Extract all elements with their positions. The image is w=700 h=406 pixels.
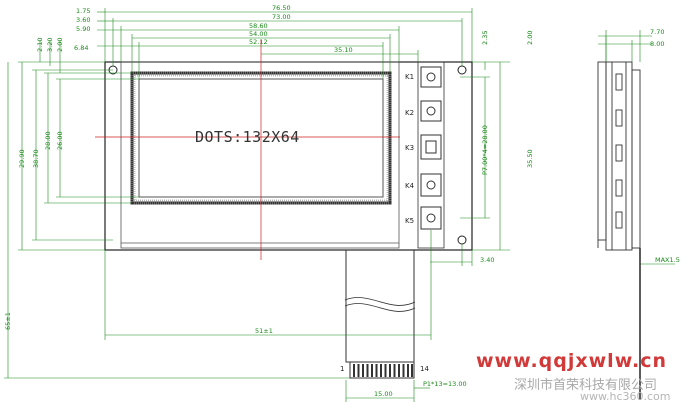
dim-bottom-width: 51±1 [255,327,273,335]
dim-hole-height: 38.70 [32,149,40,168]
dim-bezel-width: 58.60 [249,22,268,30]
key-label-k5: K5 [405,217,414,225]
dim-fpc-width: 15.00 [374,390,393,398]
mount-hole-tr [457,65,467,75]
dim-right-height: 35.50 [526,149,534,168]
dim-key-offset: 35.10 [334,46,353,54]
dim-view-height: 28.00 [44,131,52,150]
module-front-view [95,40,473,379]
key-label-k3: K3 [405,144,414,152]
dim-right-small: 3.40 [480,256,494,264]
display-resolution-label: DOTS:132X64 [195,128,300,146]
watermark-url: www.qqjxwlw.cn [476,350,668,372]
pin-label-first: 1 [340,365,344,373]
dim-left-c: 2.00 [56,38,64,52]
dim-small-b: 3.60 [76,16,90,24]
dim-small-c: 5.90 [76,25,90,33]
dim-side-a: 7.70 [650,28,664,36]
dim-key-pitch: P7.00*4=28.00 [481,125,489,175]
dim-active-height: 26.00 [56,131,64,150]
pin-label-last: 14 [420,365,429,373]
dim-view-width: 54.00 [249,30,268,38]
dim-fpc-pitch: P1*13=13.00 [423,380,467,388]
dim-right-top-2: 2.00 [526,31,534,45]
pcb-outline [104,61,473,251]
fpc-cable [344,250,416,379]
dim-small-a: 1.75 [76,7,90,15]
dim-right-top: 2.35 [481,31,489,45]
key-label-k2: K2 [405,109,414,117]
dim-small-d: 6.84 [74,44,88,52]
dim-side-max: MAX1.5 [655,256,680,264]
dim-active-width: 52.12 [249,38,268,46]
dimension-lines [4,8,675,402]
key-column [417,61,445,249]
watermark-site: www.hc360.com [580,390,671,403]
dim-hole-pitch: 73.00 [272,13,291,21]
dim-side-b: 8.00 [650,40,664,48]
dim-pcb-height: 29.90 [18,149,26,168]
watermark-company: 深圳市首荣科技有限公司 [514,378,658,393]
key-label-k4: K4 [405,182,415,190]
dim-left-a: 2.10 [36,38,44,52]
mount-hole-br [457,235,467,245]
dim-overall-width: 76.50 [272,4,291,12]
dim-overall-height: 65±1 [4,312,12,330]
key-label-k1: K1 [405,73,414,81]
module-side-view [597,61,641,400]
dim-left-b: 3.20 [46,38,54,52]
